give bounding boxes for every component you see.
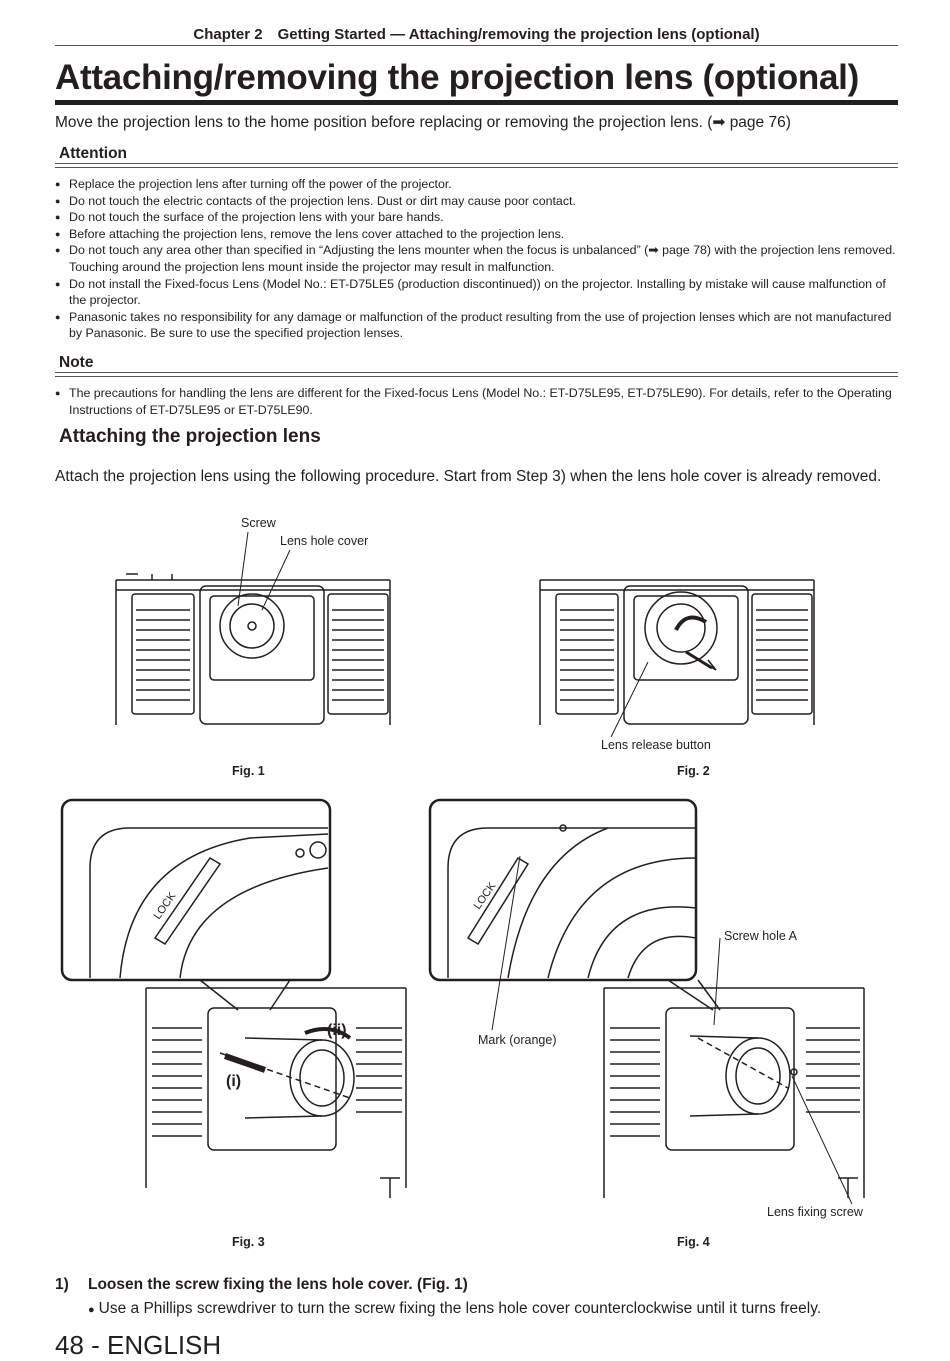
fig4-illustration — [428, 798, 865, 1198]
fig2-illustration — [539, 579, 815, 725]
header-rule — [55, 45, 898, 46]
attention-item: Replace the projection lens after turnin… — [55, 176, 898, 193]
page-footer: 48 - ENGLISH — [55, 1330, 222, 1360]
page-title: Attaching/removing the projection lens (… — [55, 58, 859, 97]
fig3-label-ii: (ii) — [327, 1022, 347, 1039]
fig1-label-screw: Screw — [241, 516, 276, 530]
fig3-label-i: (i) — [226, 1073, 242, 1090]
fig3-caption: Fig. 3 — [232, 1235, 265, 1249]
attention-item: Before attaching the projection lens, re… — [55, 226, 898, 243]
bullet-icon: ● — [88, 1304, 95, 1316]
step-number: 1) — [55, 1276, 69, 1293]
attention-item: Do not touch any area other than specifi… — [55, 242, 898, 275]
attention-list: Replace the projection lens after turnin… — [55, 176, 898, 342]
note-list: The precautions for handling the lens ar… — [55, 385, 898, 418]
attention-item: Do not install the Fixed-focus Lens (Mod… — [55, 276, 898, 309]
fig4-label-lens-fixing-screw: Lens fixing screw — [767, 1205, 863, 1219]
step-text: Loosen the screw fixing the lens hole co… — [88, 1276, 468, 1293]
attention-heading: Attention — [59, 145, 128, 162]
fig4-label-screw-hole-a: Screw hole A — [724, 929, 797, 943]
note-item: The precautions for handling the lens ar… — [55, 385, 898, 418]
attention-item: Do not touch the surface of the projecti… — [55, 209, 898, 226]
fig4-label-mark-orange: Mark (orange) — [478, 1033, 557, 1047]
section-paragraph: Attach the projection lens using the fol… — [55, 468, 882, 485]
title-rule — [55, 100, 898, 105]
note-heading: Note — [59, 354, 94, 371]
fig4-caption: Fig. 4 — [677, 1235, 710, 1249]
fig1-caption: Fig. 1 — [232, 764, 265, 778]
fig1-label-lens-hole-cover: Lens hole cover — [280, 534, 369, 548]
intro-text: Move the projection lens to the home pos… — [55, 114, 791, 131]
attention-item: Panasonic takes no responsibility for an… — [55, 309, 898, 342]
step-1-detail: ●Use a Phillips screwdriver to turn the … — [88, 1300, 821, 1318]
fig2-caption: Fig. 2 — [677, 764, 710, 778]
fig1-illustration — [115, 573, 391, 725]
step-detail-text: Use a Phillips screwdriver to turn the s… — [98, 1300, 822, 1317]
fig3-illustration — [60, 798, 407, 1198]
step-1: 1) Loosen the screw fixing the lens hole … — [55, 1276, 468, 1294]
attention-item: Do not touch the electric contacts of th… — [55, 193, 898, 210]
attention-rule — [55, 163, 898, 168]
chapter-header: Chapter 2 Getting Started — Attaching/re… — [193, 26, 760, 43]
fig2-label-lens-release-button: Lens release button — [601, 738, 711, 752]
section-heading: Attaching the projection lens — [59, 426, 321, 447]
note-rule — [55, 372, 898, 377]
